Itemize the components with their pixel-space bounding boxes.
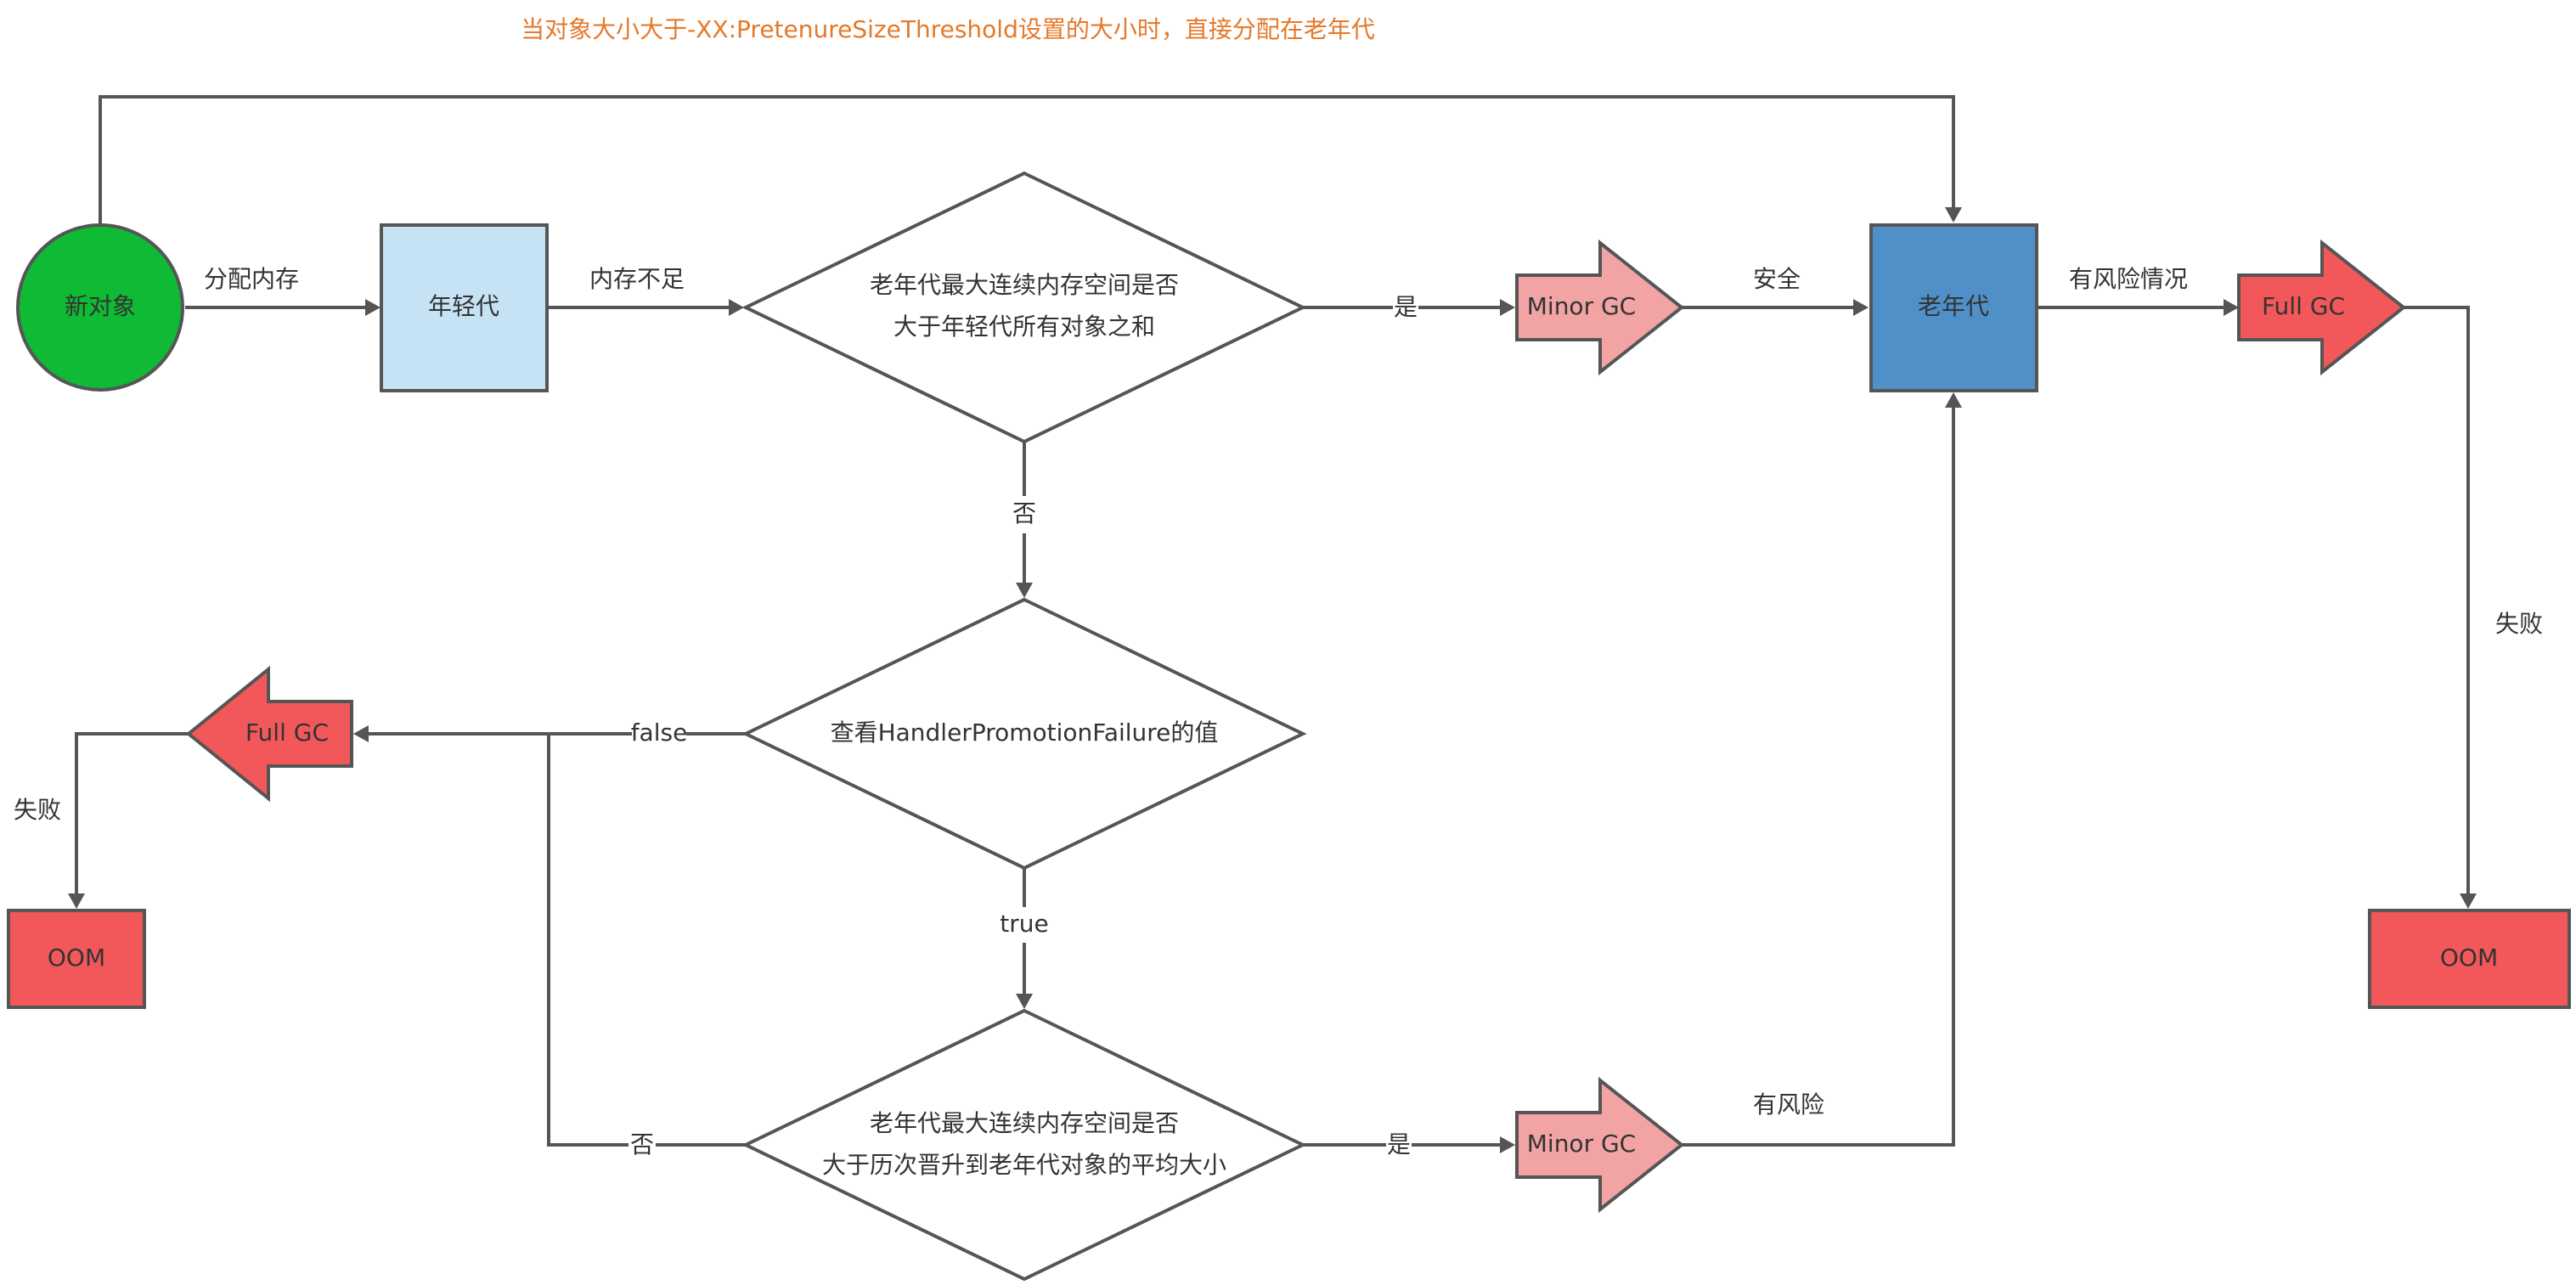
arrowhead-icon (729, 299, 744, 316)
label-false: false (631, 719, 688, 747)
node-decision-handler-promotion: 查看HandlerPromotionFailure的值 (741, 597, 1307, 871)
arrowhead-icon (1945, 392, 1962, 408)
arrowhead-icon (353, 725, 369, 742)
edge-fullgc-to-oom-right (2404, 306, 2470, 895)
label-safe: 安全 (1753, 265, 1801, 293)
decision1-line1: 老年代最大连续内存空间是否 (870, 271, 1179, 299)
node-full-gc-left: Full GC (185, 665, 353, 803)
label-no-top: 否 (1012, 499, 1036, 527)
node-oom-right-label: OOM (2440, 944, 2498, 972)
label-risky-case: 有风险情况 (2069, 265, 2188, 293)
node-minor-gc-top: Minor GC (1515, 239, 1685, 376)
arrowhead-icon (1853, 299, 1869, 316)
node-old-gen-label: 老年代 (1918, 292, 1989, 320)
decision3-line1: 老年代最大连续内存空间是否 (870, 1109, 1179, 1137)
node-new-object: 新对象 (16, 223, 184, 392)
label-fail-left: 失败 (14, 796, 61, 824)
node-decision-old-vs-young: 老年代最大连续内存空间是否 大于年轻代所有对象之和 (741, 171, 1307, 444)
edge-fullgc-to-oom-left (75, 732, 189, 895)
node-young-gen: 年轻代 (380, 223, 549, 392)
node-young-gen-label: 年轻代 (428, 292, 499, 320)
node-minor-gc-bottom: Minor GC (1515, 1076, 1685, 1214)
arrowhead-icon (1500, 299, 1515, 316)
label-insufficient-memory: 内存不足 (589, 265, 685, 293)
node-oom-left: OOM (7, 909, 146, 1009)
label-yes-top: 是 (1394, 293, 1418, 321)
node-decision-old-vs-average: 老年代最大连续内存空间是否 大于历次晋升到老年代对象的平均大小 (741, 1008, 1307, 1282)
label-fail-right: 失败 (2495, 610, 2543, 638)
arrowhead-icon (1016, 583, 1033, 598)
edge-minorgc-bottom-to-old (1682, 406, 1955, 1147)
label-no-bottom: 否 (630, 1130, 654, 1158)
label-risky: 有风险 (1753, 1091, 1824, 1119)
node-full-gc-right: Full GC (2237, 239, 2407, 376)
node-oom-left-label: OOM (48, 944, 105, 972)
node-new-object-label: 新对象 (65, 292, 136, 320)
arrowhead-icon (2460, 893, 2477, 909)
node-oom-right: OOM (2368, 909, 2571, 1009)
decision2-label: 查看HandlerPromotionFailure的值 (831, 719, 1219, 747)
edge-new-to-old-direct (99, 95, 1955, 226)
node-full-gc-right-label: Full GC (2262, 292, 2345, 320)
node-full-gc-left-label: Full GC (245, 719, 329, 747)
node-old-gen: 老年代 (1869, 223, 2038, 392)
decision1-line2: 大于年轻代所有对象之和 (893, 313, 1155, 341)
arrowhead-icon (1500, 1136, 1515, 1153)
node-minor-gc-bottom-label: Minor GC (1527, 1130, 1636, 1158)
label-allocate-memory: 分配内存 (204, 265, 299, 293)
arrowhead-icon (365, 299, 380, 316)
node-minor-gc-top-label: Minor GC (1527, 292, 1636, 320)
edge-decision3-to-fullgc-left (547, 734, 746, 1147)
arrowhead-icon (1016, 994, 1033, 1009)
arrowhead-icon (2224, 299, 2239, 316)
flow-title: 当对象大小大于-XX:PretenureSizeThreshold设置的大小时，… (521, 15, 1375, 43)
label-yes-bottom: 是 (1387, 1130, 1411, 1158)
label-true: true (1000, 910, 1048, 938)
decision3-line2: 大于历次晋升到老年代对象的平均大小 (822, 1151, 1226, 1179)
arrowhead-icon (1945, 207, 1962, 223)
arrowhead-icon (68, 893, 85, 909)
